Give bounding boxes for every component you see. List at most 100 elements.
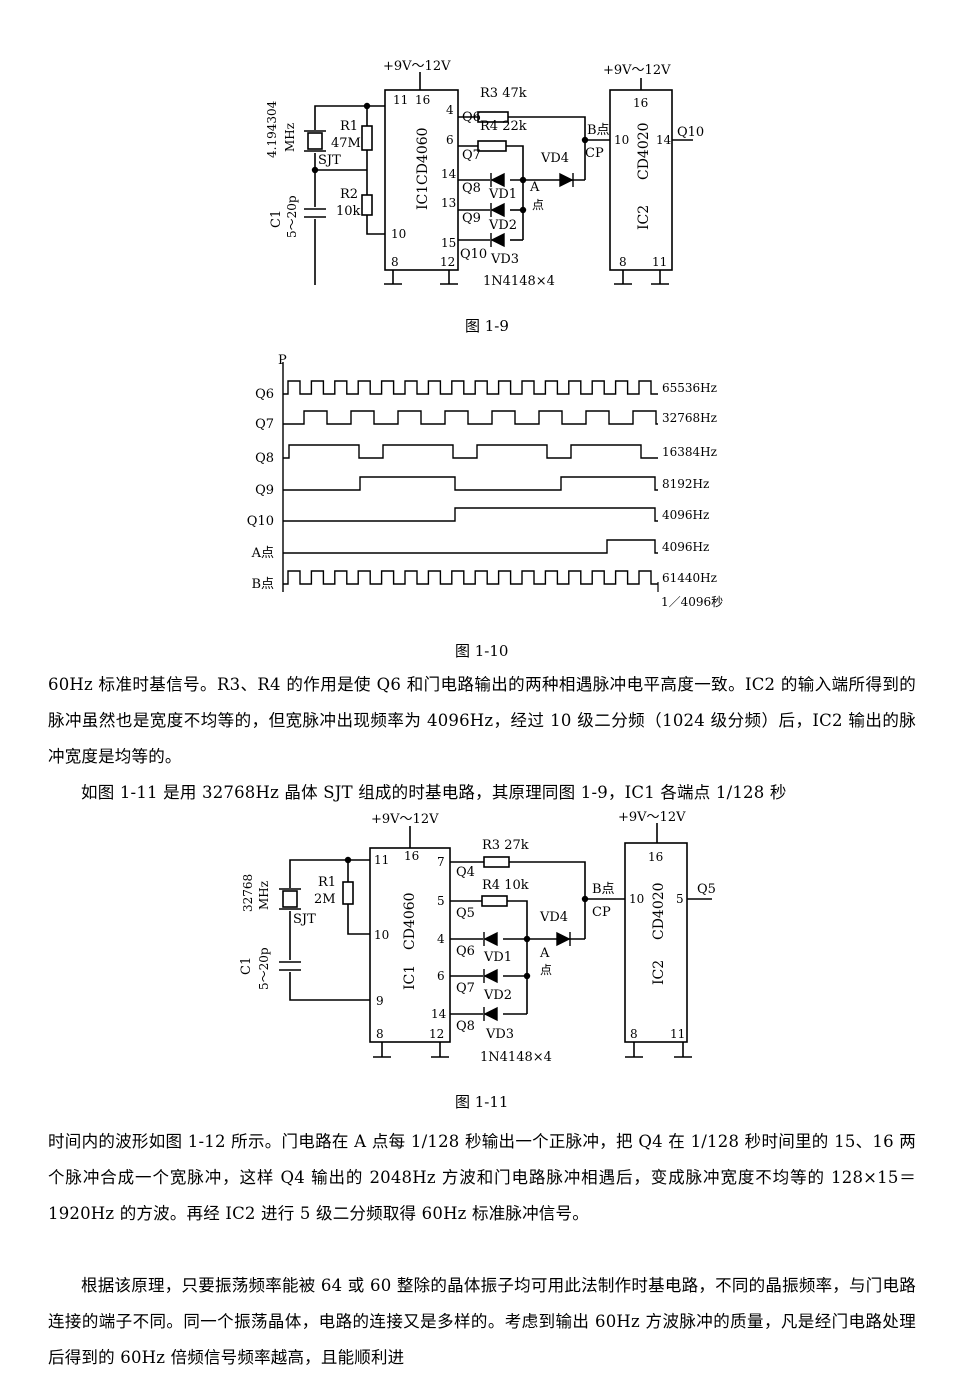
vd1-label: VD1 <box>483 950 512 965</box>
paragraph-text: 根据该原理，只要振荡频率能被 64 或 60 整除的晶体振子均可用此法制作时基电… <box>48 1276 916 1367</box>
vd4-label: VD4 <box>539 910 568 925</box>
crystal-sjt <box>307 132 323 150</box>
crystal-unit: MHz <box>257 881 271 910</box>
r4-label: R4 10k <box>482 878 529 893</box>
q10-label: Q10 <box>460 247 487 262</box>
c1-value: 5～20p <box>285 195 299 238</box>
p-label: P <box>278 353 287 368</box>
figure-1-11 <box>279 823 712 1058</box>
junction-dot <box>363 102 371 110</box>
ic2-pin-10: 10 <box>614 133 629 147</box>
pin-13: 13 <box>441 196 456 210</box>
pin-5: 5 <box>437 894 445 908</box>
r1-name: R1 <box>340 119 358 134</box>
pin-12: 12 <box>440 255 455 269</box>
vd2-label: VD2 <box>488 218 517 233</box>
a-point-suffix: 点 <box>540 963 552 977</box>
pin-14: 14 <box>441 167 457 181</box>
vd3-label: VD3 <box>485 1027 514 1042</box>
a-point-label: A <box>539 946 550 961</box>
waveform-5 <box>283 507 658 522</box>
supply-label-left: +9V～12V <box>371 812 439 827</box>
pin-6: 6 <box>437 969 445 983</box>
crystal-freq: 32768 <box>241 874 255 912</box>
figure-1-9-labels: +9V～12V +9V～12V 4.194304 MHz SJT R1 47M … <box>265 59 704 335</box>
q5-label: Q5 <box>456 906 475 921</box>
crystal-label: SJT <box>318 153 341 168</box>
ic2-pin-8: 8 <box>619 255 627 269</box>
diode-vd2 <box>483 968 498 984</box>
r1-name: R1 <box>318 875 336 890</box>
q8-label: Q8 <box>462 181 481 196</box>
wave-frequency-7: 61440Hz <box>662 571 717 585</box>
wave-label-1: Q6 <box>255 387 274 402</box>
diode-vd1 <box>490 172 505 188</box>
r1-value: 2M <box>314 892 336 907</box>
ic2-pin-11: 11 <box>652 255 667 269</box>
paragraph-text: 60Hz 标准时基信号。R3、R4 的作用是使 Q6 和门电路输出的两种相遇脉冲… <box>48 675 916 766</box>
q6-label: Q6 <box>456 944 475 959</box>
figure-1-11-caption: 图 1-11 <box>455 1093 508 1111</box>
diode-type: 1N4148×4 <box>480 1050 552 1065</box>
supply-label-right: +9V～12V <box>618 810 686 825</box>
ic2-chip <box>624 842 688 1043</box>
wave-label-3: Q8 <box>255 451 274 466</box>
pin-11: 11 <box>374 853 389 867</box>
resistor-r3 <box>483 856 510 868</box>
pin-10: 10 <box>374 928 389 942</box>
c1-value: 5～20p <box>257 947 271 990</box>
supply-label-right: +9V～12V <box>603 63 671 78</box>
ic1-part: CD4060 <box>402 892 418 950</box>
a-point-label: A <box>529 180 540 195</box>
figure-1-11-labels: +9V～12V +9V～12V 32768 MHz SJT R1 2M C1 5… <box>239 810 716 1111</box>
wave-frequency-5: 4096Hz <box>662 508 709 522</box>
supply-label-left: +9V～12V <box>383 59 451 74</box>
waveform-7 <box>283 570 658 585</box>
pin-15: 15 <box>441 236 456 250</box>
wave-label-7: B点 <box>251 577 274 592</box>
r2-value: 10k <box>336 204 361 219</box>
ic2-part: CD4020 <box>651 882 667 940</box>
pin-16: 16 <box>415 93 430 107</box>
ic2-pin-5: 5 <box>676 892 684 906</box>
wave-label-2: Q7 <box>255 417 274 432</box>
c1-name: C1 <box>239 957 254 975</box>
pin-12: 12 <box>429 1027 444 1041</box>
waveform-1 <box>283 380 658 395</box>
wave-frequency-4: 8192Hz <box>662 477 709 491</box>
diode-vd3 <box>490 232 505 248</box>
resistor-r4 <box>481 895 508 907</box>
diode-vd4 <box>556 931 571 947</box>
r1-value: 47M <box>331 136 361 151</box>
pin-4: 4 <box>437 932 445 946</box>
pin-7: 7 <box>437 855 445 869</box>
cp-label: CP <box>585 146 604 161</box>
diode-vd2 <box>490 202 505 218</box>
wave-label-6: A点 <box>251 546 274 561</box>
resistor-r1 <box>342 881 354 905</box>
junction-dot <box>519 206 527 214</box>
pin-11: 11 <box>393 93 408 107</box>
junction-dot <box>523 935 531 943</box>
ic2-pin-8: 8 <box>630 1027 638 1041</box>
ic2-part: CD4020 <box>636 122 652 180</box>
ic2-pin-10: 10 <box>629 892 644 906</box>
junction-dot <box>523 972 531 980</box>
vd3-label: VD3 <box>490 252 519 267</box>
paragraph-text: 如图 1-11 是用 32768Hz 晶体 SJT 组成的时基电路，其原理同图 … <box>81 783 787 802</box>
diode-type: 1N4148×4 <box>483 274 555 289</box>
diode-vd3 <box>483 1006 498 1022</box>
wave-label-5: Q10 <box>247 514 274 529</box>
resistor-r2 <box>361 194 373 216</box>
resistor-r1 <box>361 125 373 151</box>
figure-1-9 <box>304 72 693 285</box>
ic2-pin-14: 14 <box>656 133 672 147</box>
wave-frequency-2: 32768Hz <box>662 411 717 425</box>
wave-frequency-3: 16384Hz <box>662 445 717 459</box>
crystal-sjt <box>282 890 298 908</box>
r2-name: R2 <box>340 187 358 202</box>
crystal-freq: 4.194304 <box>265 100 279 158</box>
pin-10: 10 <box>391 227 406 241</box>
cp-label: CP <box>592 905 611 920</box>
ic2-pin-16: 16 <box>648 850 663 864</box>
